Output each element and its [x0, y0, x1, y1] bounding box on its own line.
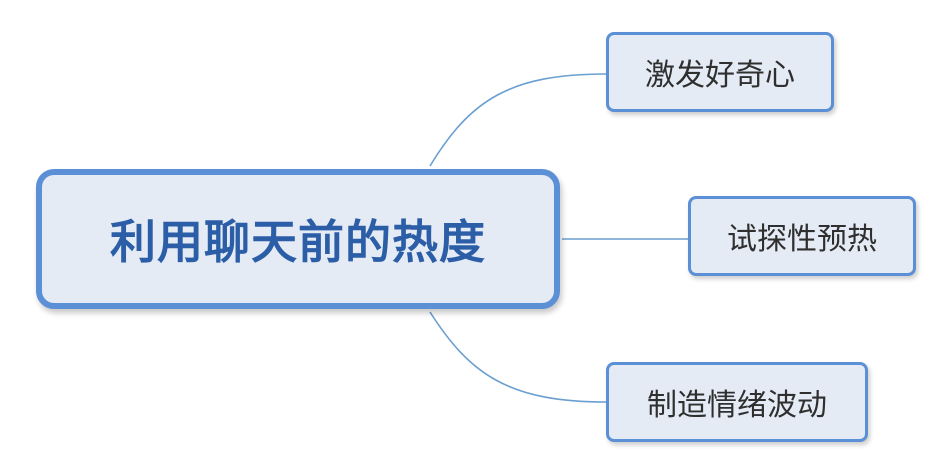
child-topic-label: 试探性预热 — [727, 222, 877, 257]
child-topic-label: 制造情绪波动 — [647, 388, 827, 423]
child-topic-node-1: 激发好奇心 — [606, 32, 834, 112]
child-topic-node-2: 试探性预热 — [688, 196, 916, 276]
child-topic-node-3: 制造情绪波动 — [606, 362, 868, 442]
connector-to-child-1 — [429, 73, 607, 167]
root-topic-node: 利用聊天前的热度 — [36, 169, 560, 309]
child-topic-label: 激发好奇心 — [645, 58, 795, 93]
root-topic-label: 利用聊天前的热度 — [110, 215, 486, 269]
connector-to-child-3 — [429, 311, 607, 403]
